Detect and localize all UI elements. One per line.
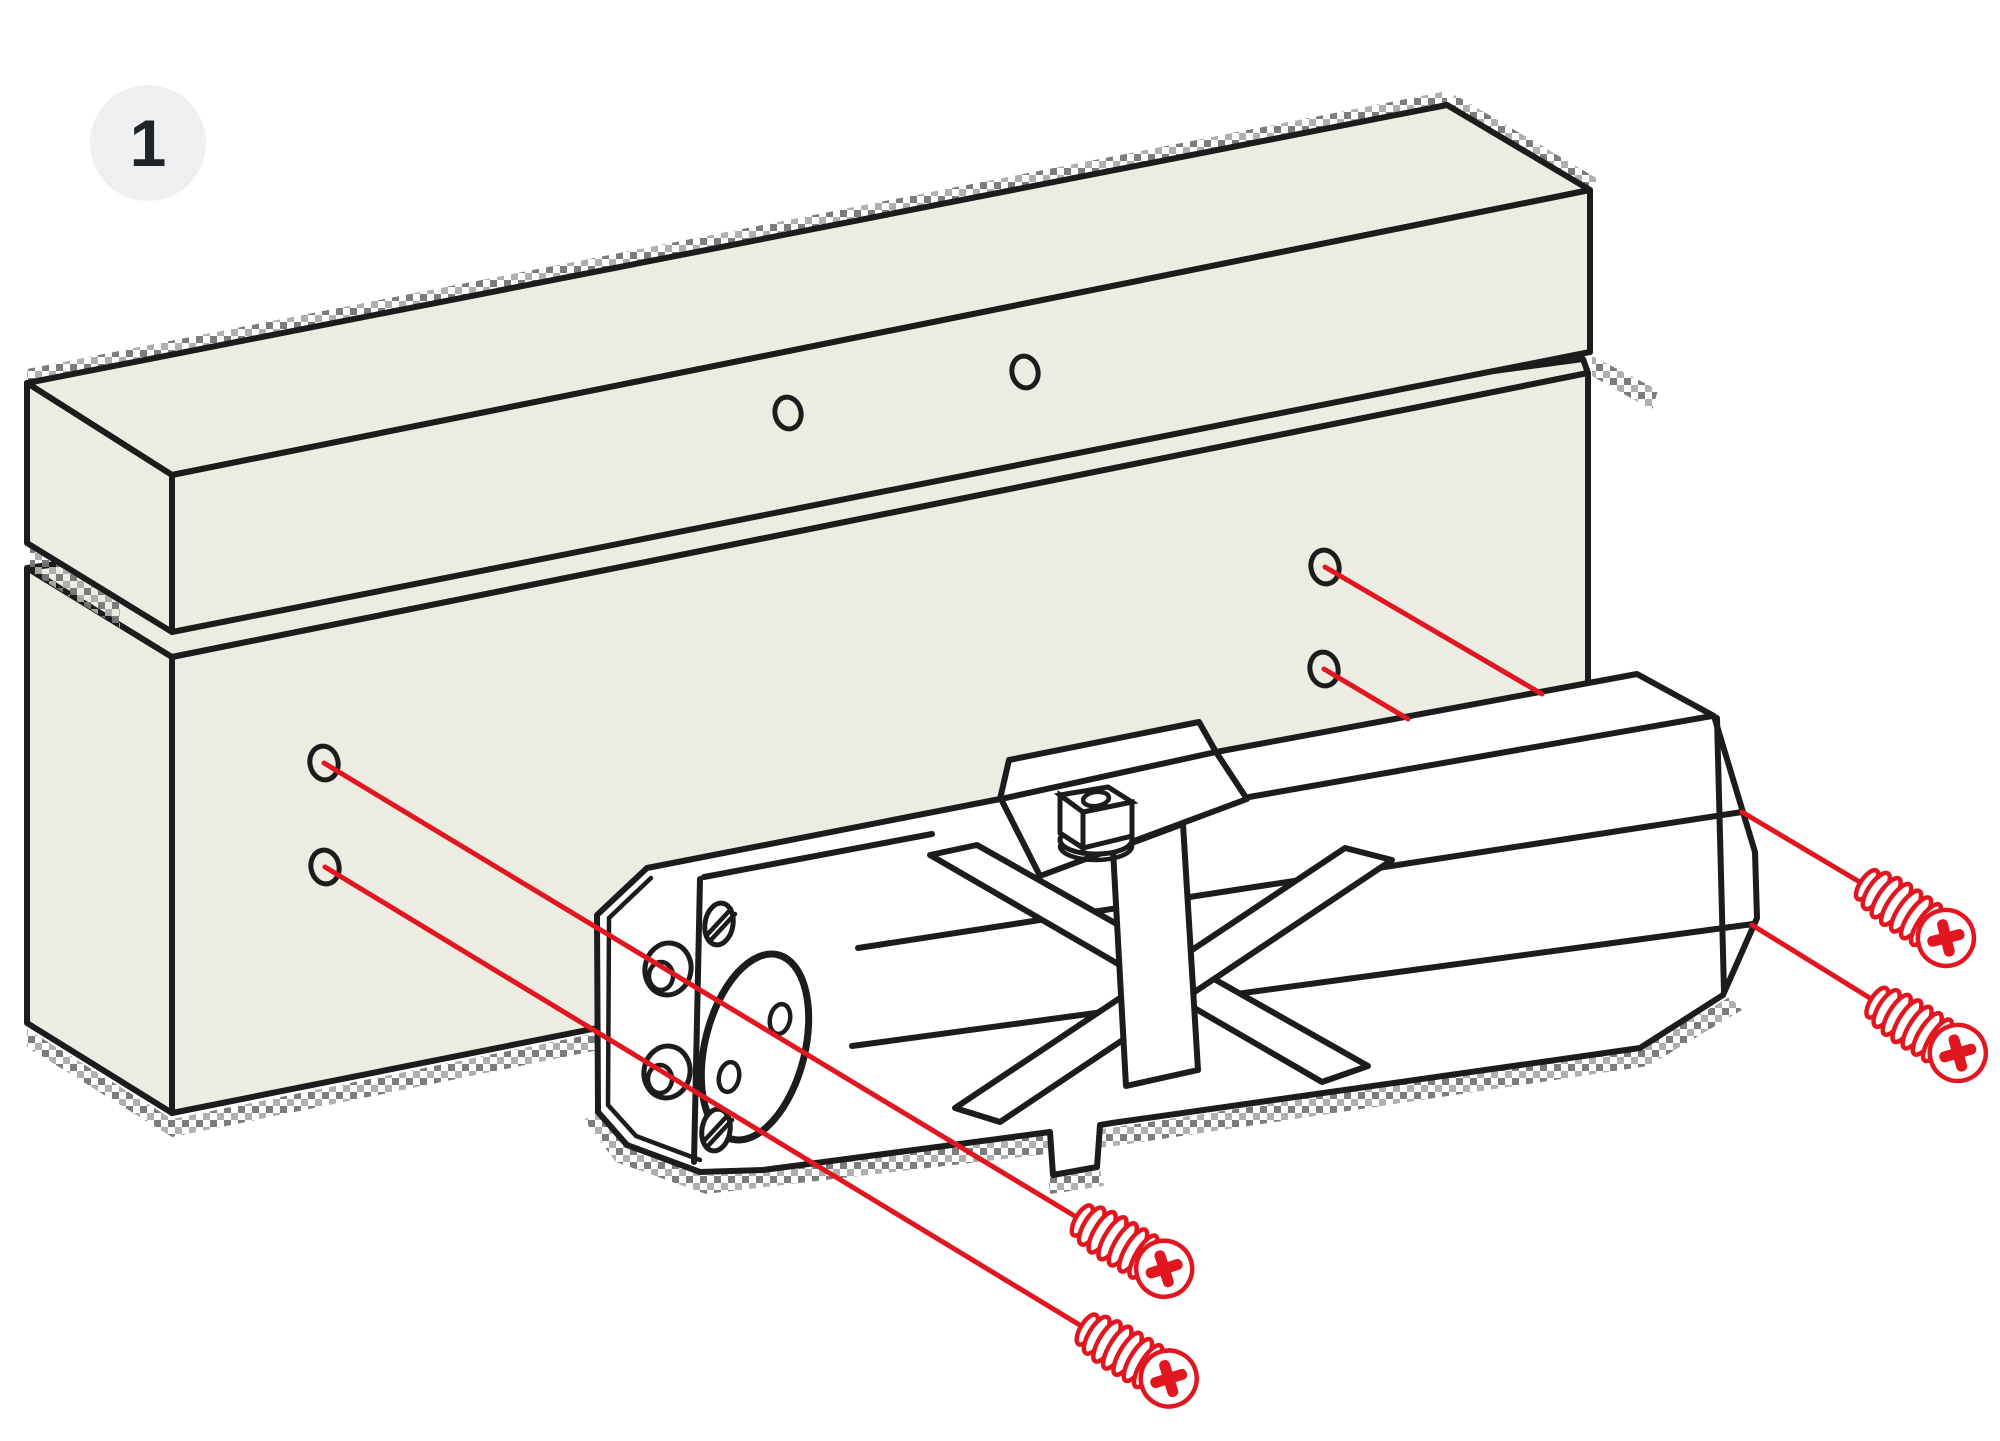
nut-spindle-hole [1080, 789, 1112, 809]
door-closer [594, 671, 1760, 1178]
cap-face-divider [691, 876, 703, 1165]
rib-vertical [1110, 821, 1201, 1089]
closer-pinion-nut [1053, 784, 1139, 863]
closer-bottom-shadow-left [584, 1110, 1115, 1194]
closer-right-cap-edge [1714, 715, 1727, 995]
rail-pilot-hole-1 [772, 394, 804, 432]
alignment-lines [321, 564, 1876, 1330]
rail-top-shadow [27, 91, 1447, 383]
cap-cylinder-face [697, 950, 813, 1144]
cylinder-small-hole-2 [716, 1059, 742, 1095]
door-left-face [24, 565, 175, 1116]
door-right-edge-shadow [1592, 356, 1658, 410]
closer-top-edge-left [701, 831, 935, 880]
step-number: 1 [130, 106, 167, 180]
rail-corner-shadow [1447, 95, 1598, 190]
cap-inner-rim [605, 875, 703, 1163]
cap-slotted-screw-top [702, 900, 738, 948]
alignment-line-4b [1749, 922, 1876, 1003]
mounting-screw-1 [1062, 1193, 1202, 1307]
alignment-line-1 [321, 760, 1081, 1221]
mounting-screw-4 [1856, 975, 1996, 1091]
alignment-line-4a [1321, 666, 1411, 722]
gap-shadow-left [30, 548, 120, 628]
mounting-screw-2 [1067, 1302, 1207, 1417]
alignment-line-2 [322, 864, 1086, 1330]
nut-top-face [1053, 784, 1139, 815]
alignment-line-3b [1739, 809, 1866, 887]
closer-front-bottom-edge [849, 921, 1756, 1049]
door-header-rail [24, 102, 1593, 635]
step-badge-circle [90, 85, 206, 201]
step-badge: 1 [90, 85, 206, 201]
pinion-boss-rim [1057, 843, 1135, 863]
closer-top-edge-right [1246, 713, 1715, 800]
rail-pilot-hole-2 [1009, 353, 1041, 391]
closer-bottom-shadow-right [1110, 997, 1742, 1146]
alignment-line-3a [1322, 564, 1545, 697]
mounting-screw-3 [1846, 858, 1985, 977]
rail-front-face [169, 187, 1593, 635]
